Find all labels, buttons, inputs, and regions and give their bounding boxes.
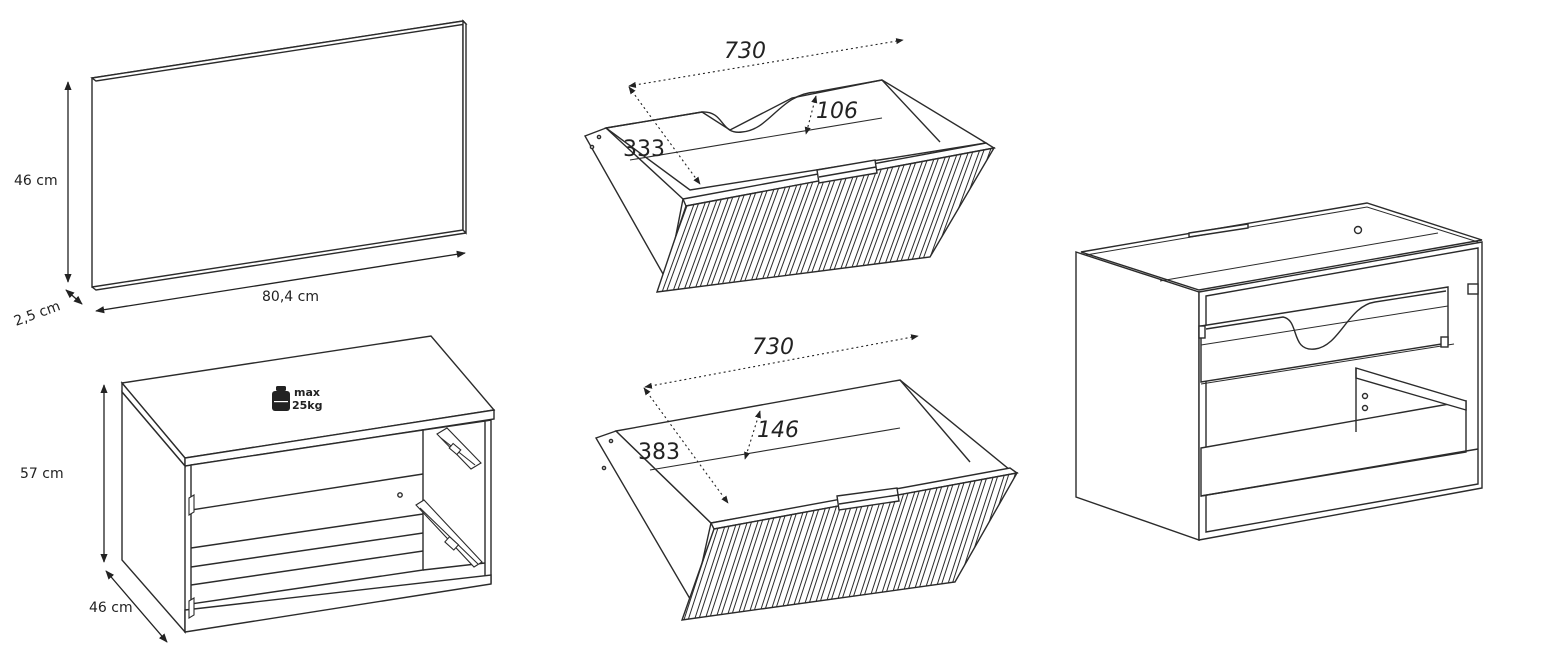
- cabinet-top-edge-front: [184, 409, 495, 467]
- drawer-bottom-width-label: 730: [752, 335, 794, 360]
- assembled-left-side: [1075, 251, 1200, 541]
- cabinet-body: [120, 335, 496, 634]
- drawer-top-width-line: [628, 38, 904, 88]
- drawer-bottom-depth-line: [643, 387, 729, 504]
- cabinet-right-side: [484, 419, 492, 585]
- drawer-top-front-panel: [655, 147, 996, 293]
- drawer-top-depth-label: 333: [623, 137, 665, 162]
- load-label-max: max: [294, 386, 320, 399]
- mirror-height-label: 46 cm: [14, 173, 58, 189]
- drawer-top-depth-line: [628, 86, 701, 185]
- drawer-top-dimension-lines: [628, 38, 904, 185]
- assembled-lower-drawer: [1200, 400, 1467, 497]
- assembled-handle-back: [1188, 223, 1249, 238]
- drawer-top-width-label: 730: [724, 39, 766, 64]
- mirror-dimension-lines: [64, 81, 466, 314]
- weight-icon: [272, 386, 290, 411]
- cabinet-height-label: 57 cm: [20, 466, 64, 482]
- cabinet-dimension-lines: [100, 384, 168, 643]
- drawer-bottom-width-line: [644, 334, 919, 389]
- cabinet-depth-label: 46 cm: [89, 600, 133, 616]
- mirror-depth-label: 2,5 cm: [12, 298, 63, 329]
- drawer-bottom-height-line: [744, 410, 761, 460]
- drawer-bottom: [594, 379, 1019, 621]
- drawer-bottom-height-label: 146: [757, 418, 799, 443]
- mirror-width-label: 80,4 cm: [262, 289, 319, 305]
- mirror-panel: [90, 19, 468, 291]
- load-label-weight: 25kg: [292, 399, 323, 412]
- drawer-bottom-dimension-lines: [643, 334, 919, 504]
- drawer-top-height-label: 106: [816, 99, 858, 124]
- drawer-top-floor: [604, 79, 988, 191]
- cabinet-runners: [188, 427, 483, 619]
- cabinet-bottom: [184, 574, 492, 633]
- mirror-width-line: [95, 250, 466, 314]
- assembled-top-opening: [1080, 202, 1483, 291]
- drawer-top: [583, 79, 996, 293]
- lower-runner: [415, 499, 483, 568]
- mirror-depth-line: [65, 289, 83, 305]
- assembled-cabinet: [1075, 202, 1483, 541]
- drawer-bottom-front-panel: [680, 472, 1019, 621]
- drawer-top-height-line: [804, 95, 818, 135]
- drawer-bottom-depth-label: 383: [638, 440, 680, 465]
- cabinet-depth-line: [105, 570, 168, 643]
